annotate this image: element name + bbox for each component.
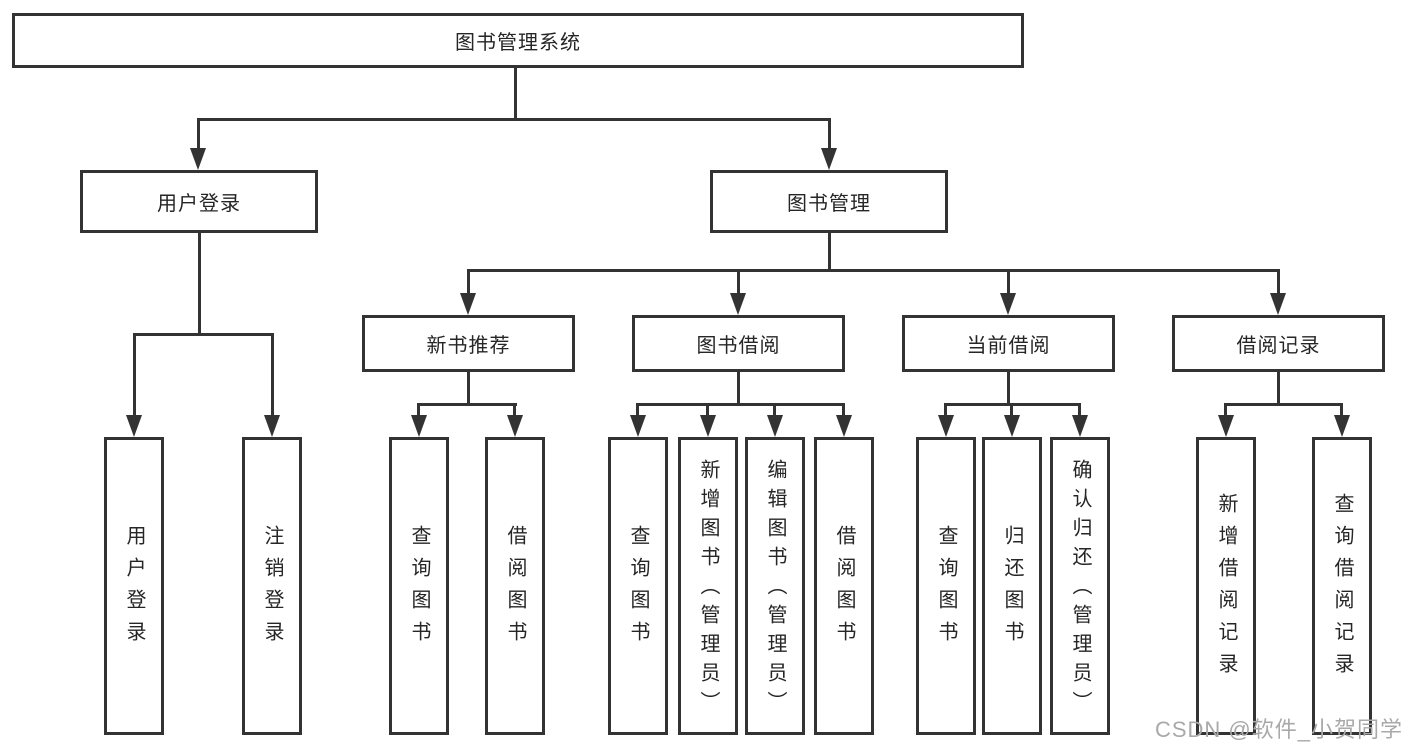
arrowhead-down-icon: [1218, 415, 1234, 437]
connector-hline: [467, 269, 1280, 272]
connector-vline: [1277, 372, 1280, 405]
arrowhead-down-icon: [411, 415, 427, 437]
leaf-return-books: 归还图书: [982, 437, 1042, 735]
connector-vline: [842, 405, 845, 416]
leaf-logout: 注销登录: [242, 437, 302, 735]
arrowhead-down-icon: [126, 415, 142, 437]
connector-vline: [944, 405, 947, 416]
arrowhead-down-icon: [460, 293, 476, 315]
node-user-login-label: 用户登录: [157, 193, 241, 215]
leaf-add-book-admin: 新增图书（管理员）: [678, 437, 738, 735]
connector-vline: [133, 335, 136, 417]
arrowhead-down-icon: [1270, 293, 1286, 315]
connector-vline: [828, 233, 831, 271]
arrowhead-down-icon: [264, 415, 280, 437]
node-book-management-label: 图书管理: [787, 193, 871, 215]
leaf-query-books-recommend: 查询图书: [389, 437, 449, 735]
connector-vline: [636, 405, 639, 416]
connector-vline: [1007, 271, 1010, 295]
arrowhead-down-icon: [938, 415, 954, 437]
connector-vline: [828, 120, 831, 150]
connector-hline: [1224, 403, 1343, 406]
connector-vline: [271, 335, 274, 417]
node-user-login: 用户登录: [80, 170, 318, 233]
connector-vline: [1007, 372, 1010, 405]
node-root-label: 图书管理系统: [455, 32, 581, 54]
connector-vline: [1277, 271, 1280, 295]
node-current-borrowing-label: 当前借阅: [966, 335, 1051, 357]
leaf-query-books-borrow: 查询图书: [608, 437, 668, 735]
connector-vline: [1224, 405, 1227, 416]
leaf-borrow-books: 借阅图书: [814, 437, 874, 735]
connector-vline: [514, 68, 517, 120]
connector-vline: [417, 405, 420, 416]
arrowhead-down-icon: [1072, 415, 1088, 437]
connector-hline: [133, 333, 274, 336]
arrowhead-down-icon: [767, 415, 783, 437]
arrowhead-down-icon: [1334, 415, 1350, 437]
connector-vline: [737, 372, 740, 405]
connector-vline: [1340, 405, 1343, 416]
leaf-edit-book-admin: 编辑图书（管理员）: [745, 437, 805, 735]
leaf-borrow-books-recommend: 借阅图书: [485, 437, 545, 735]
node-book-management: 图书管理: [710, 170, 948, 233]
arrowhead-down-icon: [1000, 293, 1016, 315]
csdn-watermark: CSDN @软件_小贺同学: [1154, 717, 1403, 742]
node-book-borrowing-label: 图书借阅: [696, 335, 781, 357]
arrowhead-down-icon: [700, 415, 716, 437]
connector-hline: [944, 403, 1081, 406]
node-book-borrowing: 图书借阅: [632, 315, 845, 372]
arrowhead-down-icon: [836, 415, 852, 437]
leaf-query-borrow-record: 查询借阅记录: [1312, 437, 1372, 735]
arrowhead-down-icon: [190, 148, 206, 170]
connector-vline: [773, 405, 776, 416]
connector-vline: [198, 233, 201, 335]
connector-hline: [636, 403, 845, 406]
arrowhead-down-icon: [730, 293, 746, 315]
connector-hline: [197, 118, 831, 121]
connector-vline: [197, 120, 200, 150]
connector-hline: [417, 403, 517, 406]
arrowhead-down-icon: [630, 415, 646, 437]
connector-vline: [467, 271, 470, 295]
node-root-library-system: 图书管理系统: [12, 13, 1024, 68]
node-new-book-recommendation: 新书推荐: [362, 315, 575, 372]
leaf-confirm-return-admin: 确认归还（管理员）: [1050, 437, 1110, 735]
connector-vline: [467, 372, 470, 405]
node-borrowing-records-label: 借阅记录: [1236, 335, 1321, 357]
connector-vline: [1010, 405, 1013, 416]
node-current-borrowing: 当前借阅: [902, 315, 1115, 372]
connector-vline: [1078, 405, 1081, 416]
arrowhead-down-icon: [507, 415, 523, 437]
leaf-user-login: 用户登录: [104, 437, 164, 735]
leaf-query-books-current: 查询图书: [916, 437, 976, 735]
connector-vline: [513, 405, 516, 416]
node-borrowing-records: 借阅记录: [1172, 315, 1385, 372]
arrowhead-down-icon: [821, 148, 837, 170]
node-new-book-recommendation-label: 新书推荐: [426, 335, 511, 357]
leaf-add-borrow-record: 新增借阅记录: [1196, 437, 1256, 735]
connector-vline: [737, 271, 740, 295]
arrowhead-down-icon: [1004, 415, 1020, 437]
connector-vline: [706, 405, 709, 416]
